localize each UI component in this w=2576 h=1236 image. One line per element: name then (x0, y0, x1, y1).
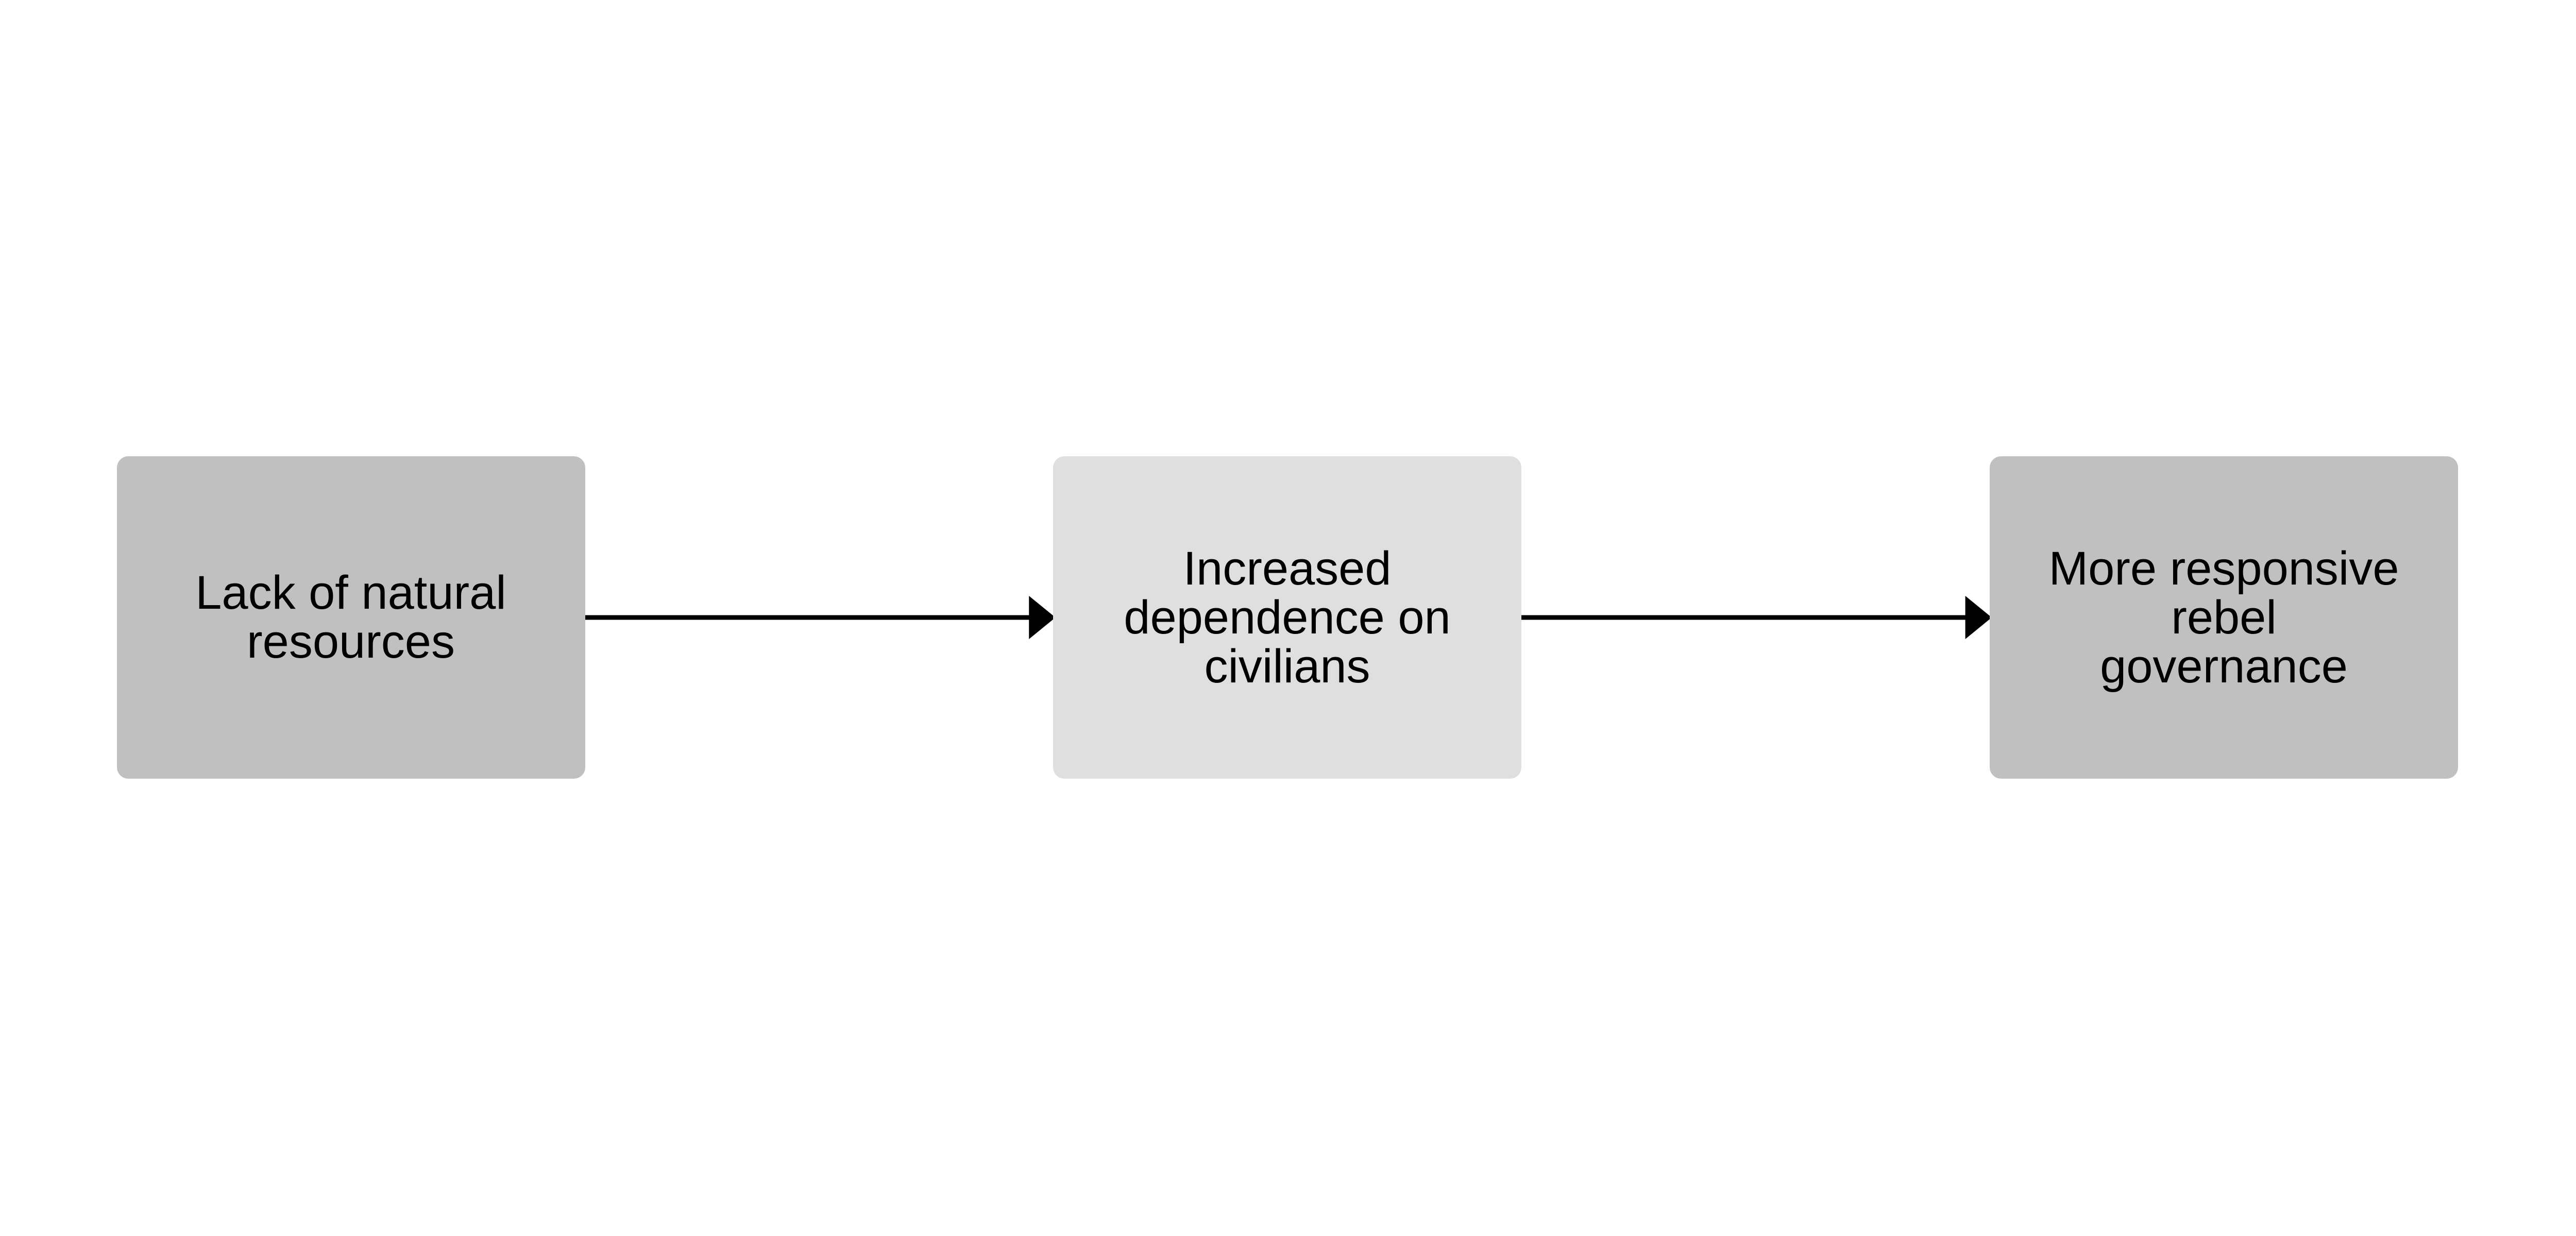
arrowhead-icon (1029, 596, 1056, 639)
node-lack-of-natural-resources: Lack of natural resources (116, 456, 585, 779)
node-label: Increased dependence on civilians (1124, 542, 1451, 693)
node-label: More responsive rebel governance (2048, 542, 2399, 693)
node-label: Lack of natural resources (195, 566, 506, 668)
node-more-responsive-rebel-governance: More responsive rebel governance (1990, 456, 2458, 779)
arrowhead-icon (1965, 596, 1992, 639)
node-increased-dependence-on-civilians: Increased dependence on civilians (1053, 456, 1521, 779)
